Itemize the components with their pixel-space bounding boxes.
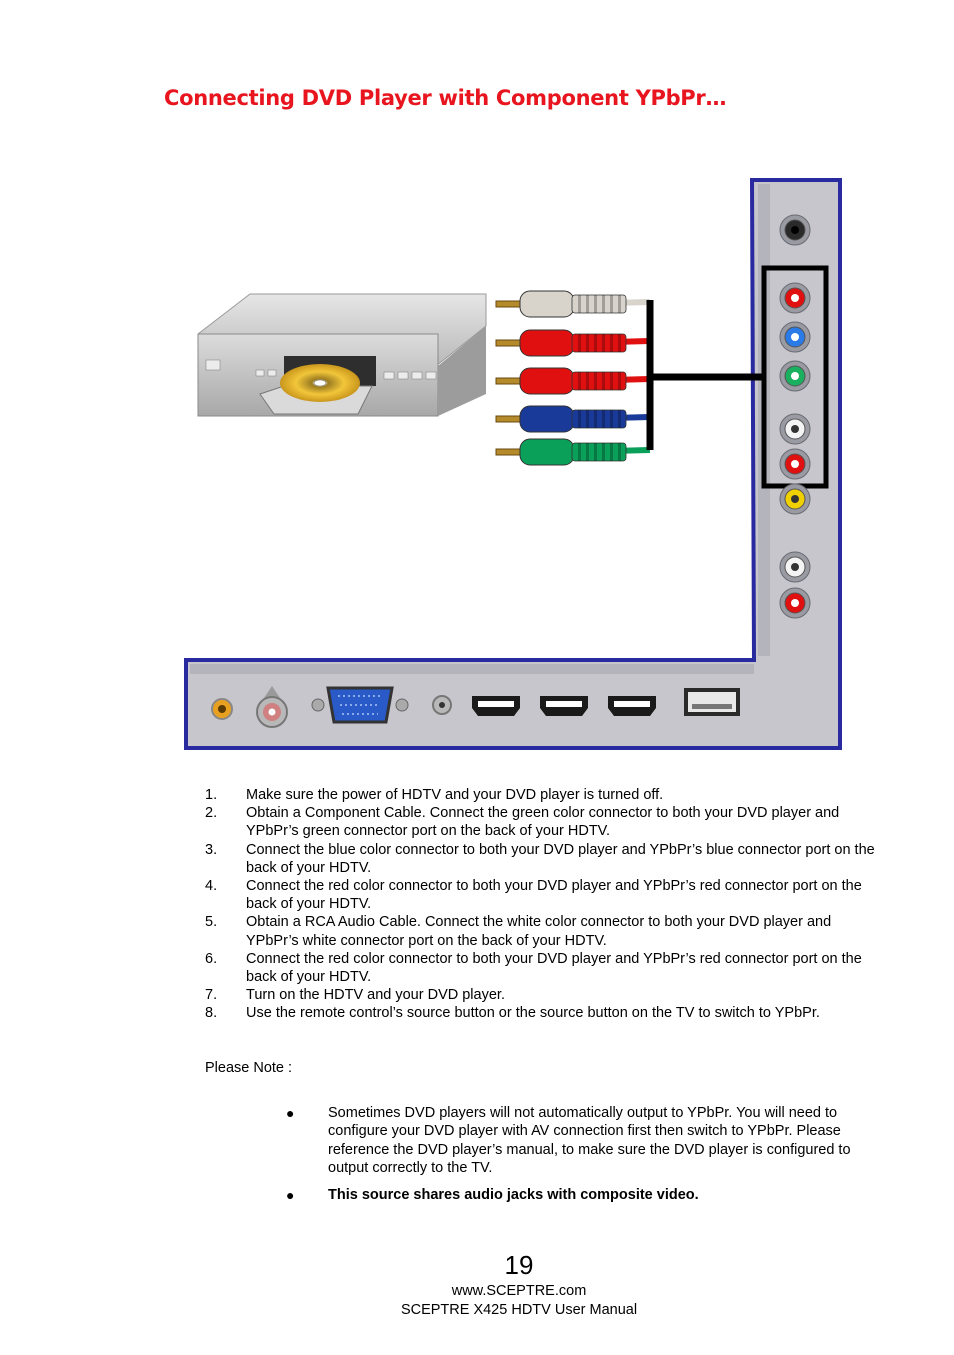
step-number: 5.	[205, 914, 218, 931]
instruction-list: 1. Make sure the power of HDTV and your D…	[205, 786, 875, 1023]
footer-manual-title: SCEPTRE X425 HDTV User Manual	[400, 1302, 638, 1318]
bullet-icon: ●	[286, 1186, 295, 1203]
side-jack	[779, 360, 811, 392]
step-text: Use the remote control’s source button o…	[246, 1005, 820, 1022]
side-jack	[779, 214, 811, 246]
side-jack	[779, 413, 811, 445]
note-label: Please Note :	[205, 1060, 293, 1076]
rca-plug	[495, 367, 651, 395]
step-number: 8.	[205, 1005, 218, 1022]
instruction-step: 5. Obtain a RCA Audio Cable. Connect the …	[205, 913, 875, 949]
bullet-icon: ●	[286, 1105, 295, 1121]
dvd-player-image	[197, 293, 487, 417]
footer-website: www.SCEPTRE.com	[451, 1283, 587, 1299]
page-title: Connecting DVD Player with Component YPb…	[164, 86, 727, 110]
rca-plug	[495, 405, 651, 433]
cable-bracket	[646, 300, 762, 450]
note-list: ● Sometimes DVD players will not automati…	[285, 1104, 865, 1212]
side-jack	[779, 282, 811, 314]
instruction-step: 3. Connect the blue color connector to bo…	[205, 841, 875, 877]
instruction-step: 4. Connect the red color connector to bot…	[205, 877, 875, 913]
rca-plug	[495, 438, 651, 466]
step-number: 6.	[205, 950, 218, 967]
side-jack	[779, 587, 811, 619]
step-number: 2.	[205, 805, 218, 822]
note-item: ● Sometimes DVD players will not automati…	[285, 1104, 865, 1178]
bottom-jacks	[211, 686, 740, 728]
side-jack	[779, 551, 811, 583]
step-text: Connect the blue color connector to both…	[246, 841, 875, 876]
side-jack	[779, 321, 811, 353]
note-item: ● This source shares audio jacks with com…	[285, 1186, 865, 1204]
instruction-step: 2. Obtain a Component Cable. Connect the …	[205, 804, 875, 840]
page-number: 19	[504, 1250, 534, 1280]
step-text: Make sure the power of HDTV and your DVD…	[246, 787, 664, 803]
step-text: Connect the red color connector to both …	[246, 950, 862, 986]
note-text: This source shares audio jacks with comp…	[328, 1186, 699, 1203]
step-text: Obtain a Component Cable. Connect the gr…	[246, 805, 840, 840]
tv-back-panel	[184, 178, 842, 750]
step-number: 1.	[205, 787, 218, 803]
step-number: 4.	[205, 878, 218, 895]
instruction-step: 6. Connect the red color connector to bot…	[205, 950, 875, 986]
step-text: Obtain a RCA Audio Cable. Connect the wh…	[246, 914, 832, 949]
step-text: Connect the red color connector to both …	[246, 878, 862, 913]
side-jack	[779, 483, 811, 515]
step-number: 7.	[205, 987, 218, 1004]
note-text: Sometimes DVD players will not automatic…	[328, 1105, 851, 1177]
side-jacks	[779, 214, 811, 619]
instruction-step: 7. Turn on the HDTV and your DVD player.	[205, 986, 875, 1004]
instruction-step: 8. Use the remote control’s source button…	[205, 1004, 875, 1022]
connection-diagram	[184, 178, 842, 750]
step-text: Turn on the HDTV and your DVD player.	[246, 987, 505, 1004]
instruction-step: 1. Make sure the power of HDTV and your D…	[205, 786, 875, 804]
step-number: 3.	[205, 841, 218, 858]
rca-plug	[495, 290, 651, 318]
side-jack	[779, 448, 811, 480]
rca-plug	[495, 329, 651, 357]
rca-cables	[495, 290, 651, 466]
